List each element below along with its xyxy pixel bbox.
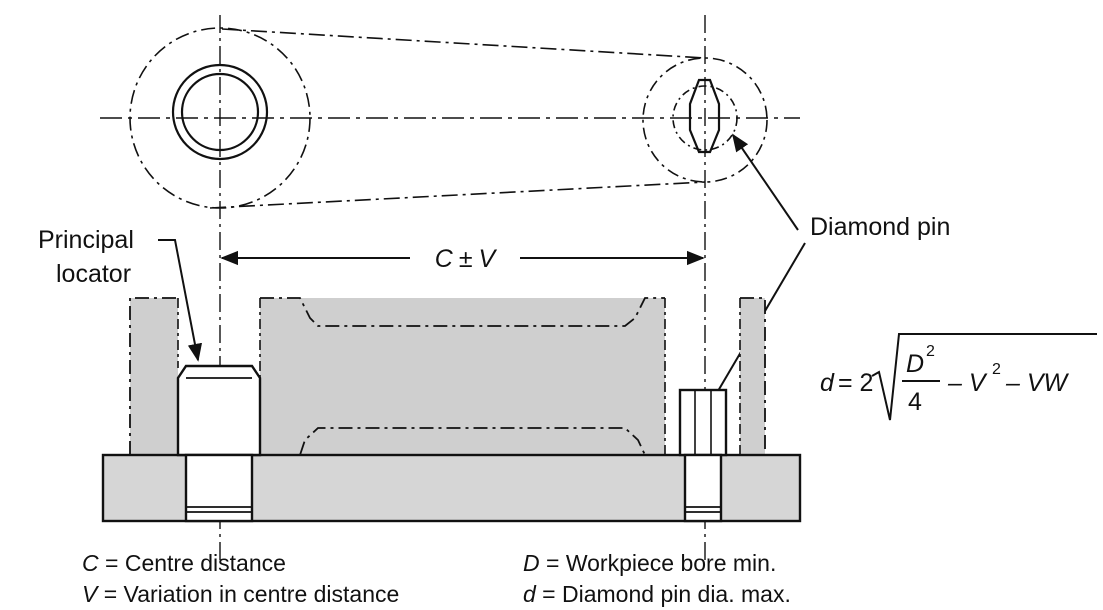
section-view bbox=[101, 297, 802, 523]
upper-link-line bbox=[221, 28, 706, 59]
legend: C = Centre distance V = Variation in cen… bbox=[82, 550, 791, 607]
workpiece-bottom-contour bbox=[299, 427, 646, 456]
diamond-pin-label: Diamond pin bbox=[810, 213, 950, 241]
principal-locator-label: Principal bbox=[38, 226, 134, 254]
sqrt-sign-icon bbox=[871, 333, 1097, 421]
principal-bore-outer bbox=[171, 63, 269, 161]
formula-eq: = 2 bbox=[838, 369, 873, 397]
legend-c: C = Centre distance bbox=[82, 550, 286, 576]
diamond-pin-top-icon bbox=[688, 78, 721, 154]
principal-locator-shank bbox=[184, 453, 254, 523]
formula-lhs: d bbox=[820, 369, 835, 397]
top-view bbox=[100, 27, 800, 209]
lower-link-line bbox=[209, 181, 706, 209]
formula: d = 2 D 2 4 – V 2 – VW bbox=[820, 333, 1097, 421]
diamond-pin-section bbox=[678, 388, 728, 457]
legend-smalld: d = Diamond pin dia. max. bbox=[523, 581, 791, 607]
legend-v: V = Variation in centre distance bbox=[82, 581, 399, 607]
principal-leader bbox=[158, 239, 203, 362]
workpiece-section bbox=[130, 298, 765, 455]
legend-bigd: D = Workpiece bore min. bbox=[523, 550, 776, 576]
diamond-pin-shank bbox=[683, 453, 723, 523]
formula-numerator: D bbox=[906, 350, 924, 378]
right-boss-outline bbox=[642, 57, 768, 183]
dimension-label: C±V bbox=[435, 245, 498, 273]
formula-denominator: 4 bbox=[908, 388, 922, 416]
diamond-pin-leader-upper bbox=[731, 133, 799, 231]
formula-term3: – VW bbox=[1005, 369, 1070, 397]
principal-locator-label-line2: locator bbox=[56, 260, 131, 288]
formula-numerator-exp: 2 bbox=[926, 343, 935, 360]
workpiece-outline bbox=[129, 297, 766, 455]
formula-term2: – V bbox=[947, 369, 988, 397]
principal-locator-pin bbox=[176, 364, 262, 457]
formula-term2-exp: 2 bbox=[992, 361, 1001, 378]
